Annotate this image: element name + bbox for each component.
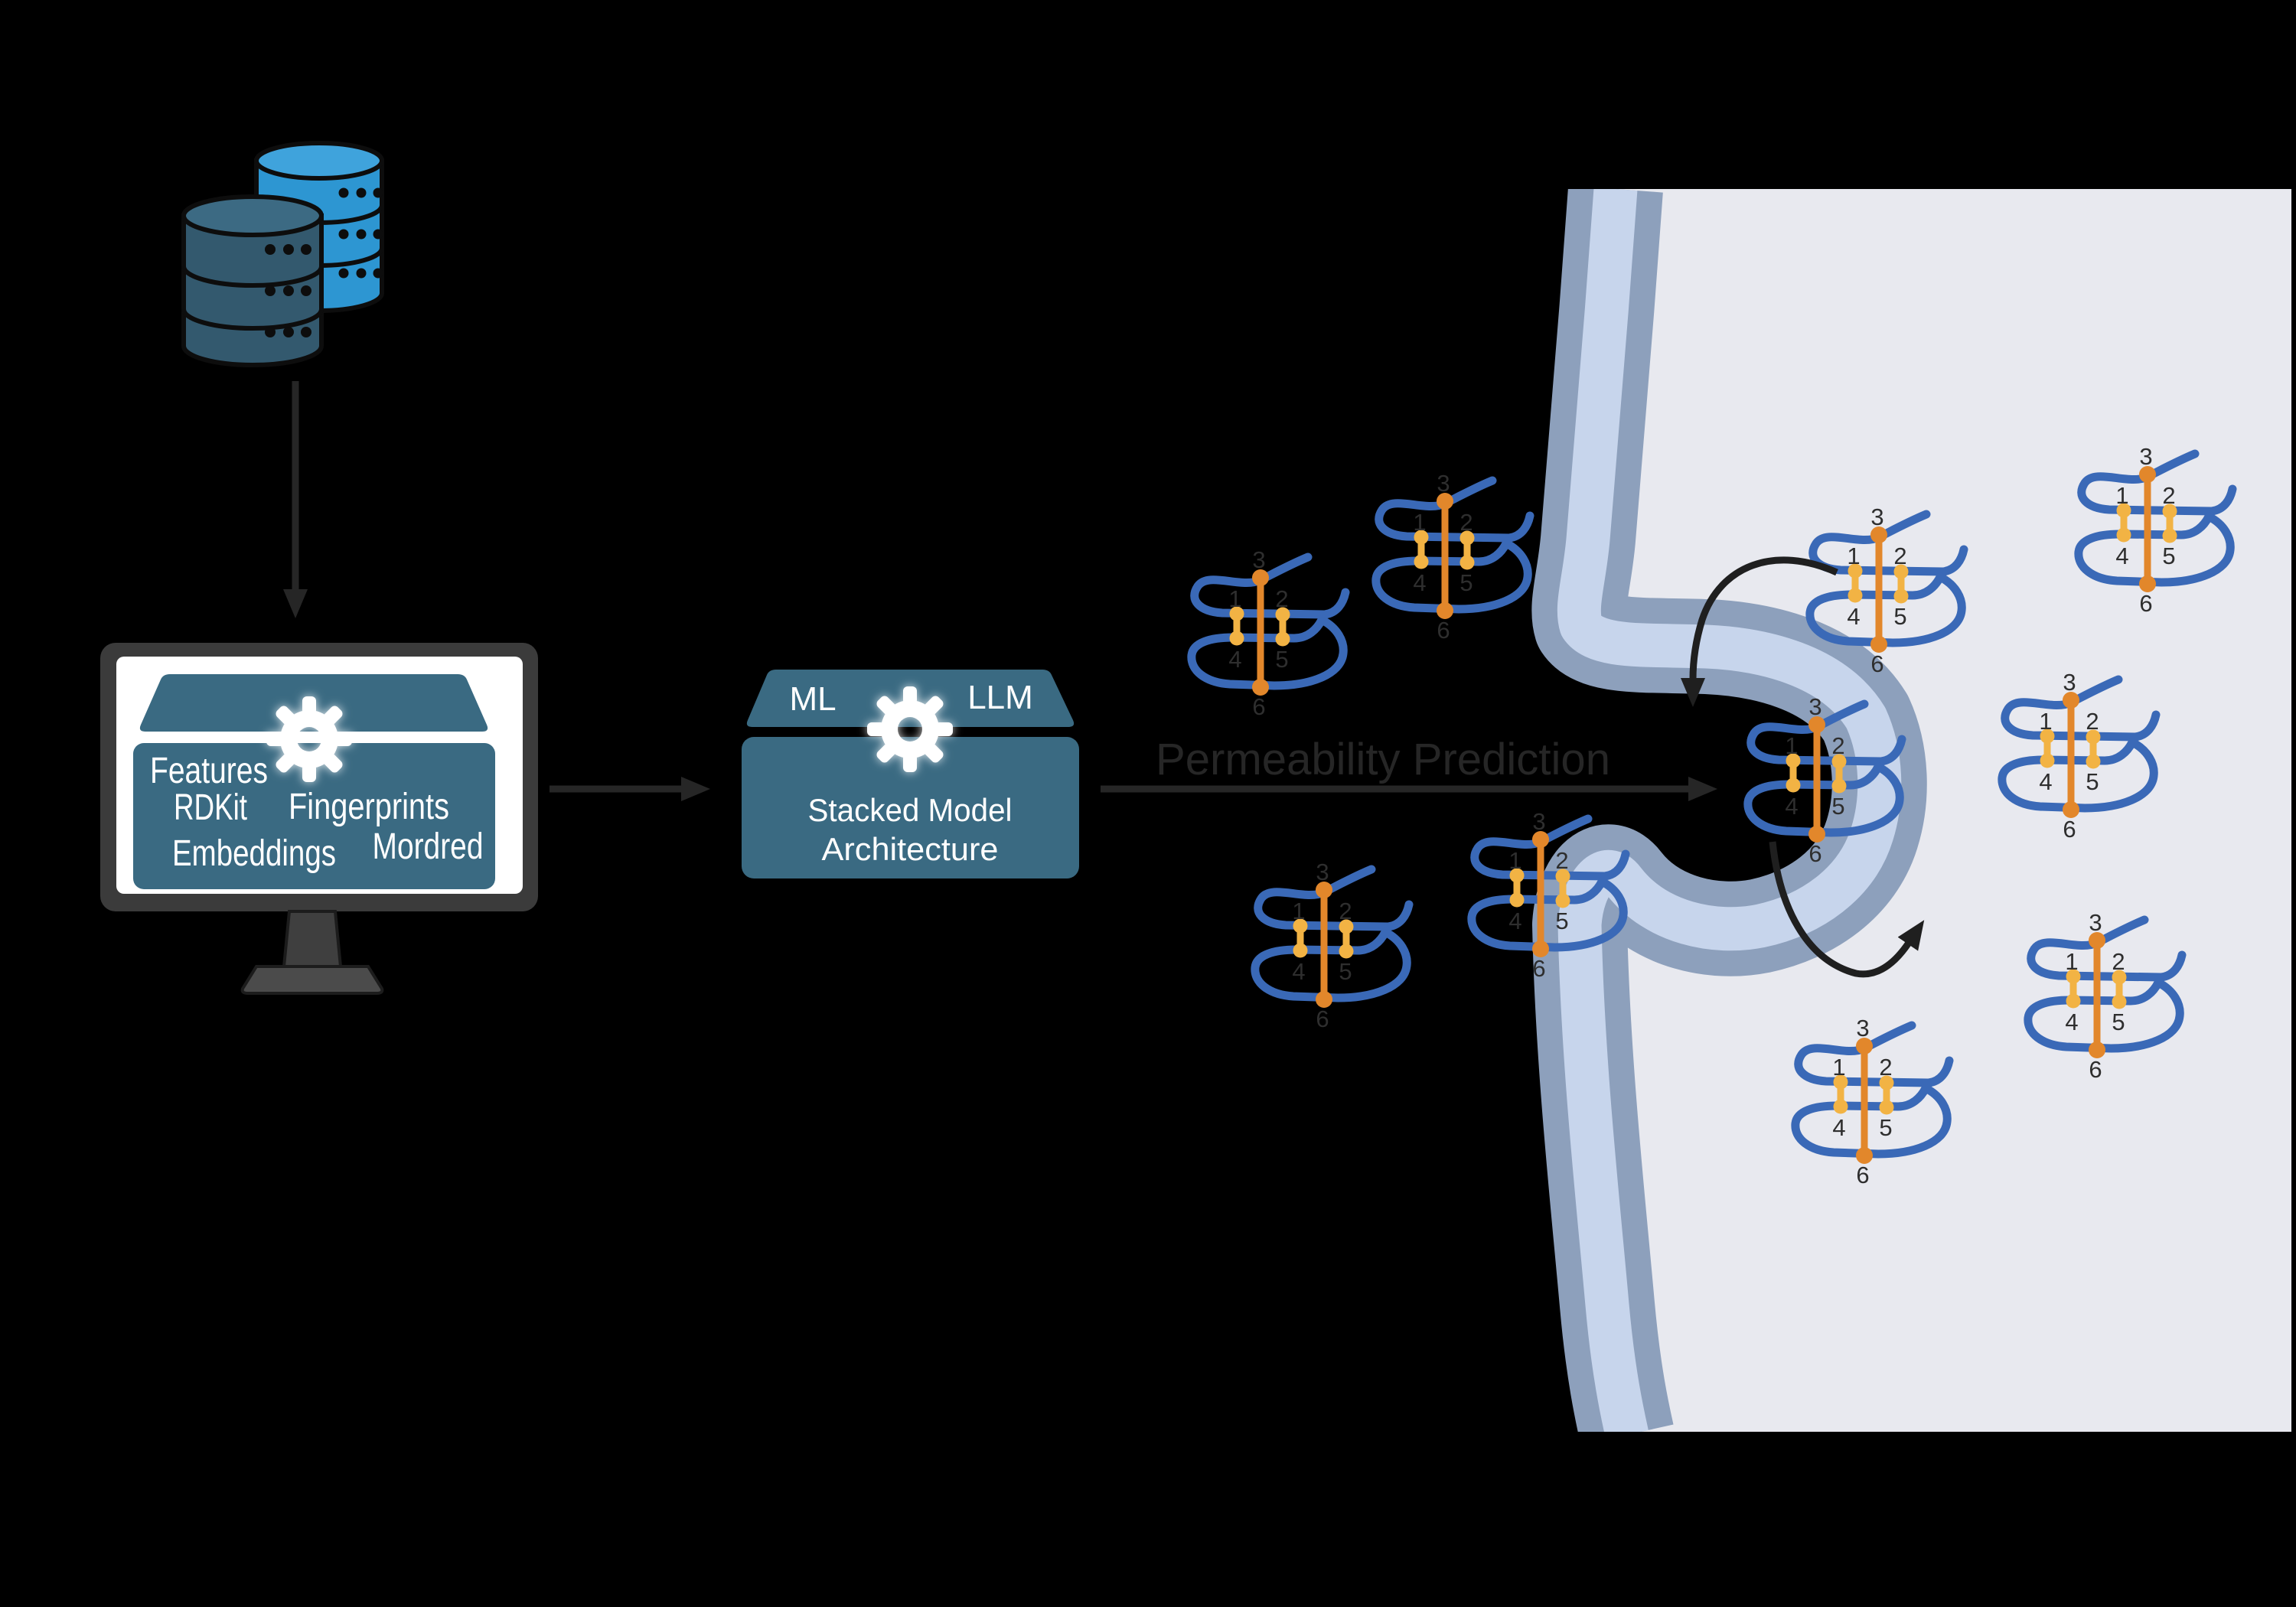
residue-label-2: 2 [1831,732,1844,759]
residue-label-4: 4 [1847,603,1860,630]
monitor-stand-neck [282,910,343,968]
residue-label-2: 2 [1275,585,1288,612]
residue-label-6: 6 [1316,1006,1329,1032]
residue-label-6: 6 [1252,693,1265,720]
prediction-arrow-label: Permeability Prediction [1156,735,1610,784]
residue-label-3: 3 [1316,859,1329,885]
monitor-stand-base [240,965,384,995]
residue-label-6: 6 [1808,840,1821,867]
cyclic-peptide-intracellular-5: 1 2 3 4 5 6 [1795,1015,1949,1188]
feature-label-mordred: Mordred [373,826,484,867]
residue-label-5: 5 [2086,768,2099,795]
cyclic-peptide-intracellular-2: 1 2 3 4 5 6 [2079,443,2232,617]
residue-label-1: 1 [1292,898,1305,924]
residue-label-4: 4 [1292,958,1305,985]
residue-label-1: 1 [1413,509,1426,536]
residue-label-1: 1 [2039,708,2052,735]
residue-label-1: 1 [2065,948,2078,975]
cyclic-peptide-intracellular-4: 1 2 3 4 5 6 [2028,909,2182,1083]
residue-label-5: 5 [1459,569,1473,596]
residue-label-4: 4 [1785,793,1798,820]
cyclic-peptide-intracellular-3: 1 2 3 4 5 6 [2002,669,2156,843]
cytoplasm-region [1579,189,2291,1432]
residue-label-4: 4 [2039,768,2052,795]
database-dots [338,187,383,279]
residue-label-2: 2 [1459,509,1473,536]
model-tag-ml: ML [789,680,836,718]
residue-label-2: 2 [2086,708,2099,735]
residue-label-5: 5 [1879,1114,1892,1141]
feature-label-embeddings: Embeddings [172,833,336,874]
cyclic-peptide-membrane-outer: 1 2 3 4 5 6 [1472,808,1626,982]
stacked-model-box: ML LLM Stacked Model Architecture [742,670,1079,878]
residue-label-1: 1 [1508,847,1521,874]
residue-label-2: 2 [1339,898,1352,924]
residue-label-1: 1 [2115,482,2128,509]
residue-label-2: 2 [1893,543,1906,569]
residue-label-6: 6 [1856,1162,1869,1188]
residue-label-1: 1 [1847,543,1860,569]
residue-label-3: 3 [1437,470,1450,497]
residue-label-4: 4 [1413,569,1426,596]
residue-label-4: 4 [1228,646,1241,673]
residue-label-5: 5 [2162,543,2175,569]
residue-label-5: 5 [1275,646,1288,673]
feature-label-rdkit: RDKit [174,787,247,828]
residue-label-5: 5 [1555,908,1568,934]
residue-label-1: 1 [1785,732,1798,759]
cyclic-peptide-extracellular-3: 1 2 3 4 5 6 [1255,859,1409,1032]
residue-label-6: 6 [2139,590,2152,617]
residue-label-6: 6 [2089,1056,2102,1083]
residue-label-4: 4 [1508,908,1521,934]
model-box-body [742,737,1079,878]
database-stack-dark [181,194,324,367]
membrane-inner-layer [1557,189,1902,1432]
residue-label-1: 1 [1228,585,1241,612]
molecules-layer: 1 2 3 4 5 6 1 2 3 4 5 6 1 2 3 4 5 6 1 2 … [1192,443,2232,1188]
residue-label-3: 3 [1856,1015,1869,1041]
residue-label-5: 5 [1893,603,1906,630]
endocytosis-entry-arrow [1681,556,1838,707]
residue-label-6: 6 [2063,816,2076,843]
cyclic-peptide-extracellular-2: 1 2 3 4 5 6 [1376,470,1530,644]
residue-label-6: 6 [1532,955,1545,982]
residue-label-3: 3 [1252,546,1265,573]
residue-label-2: 2 [2162,482,2175,509]
residue-label-6: 6 [1870,650,1883,677]
residue-label-3: 3 [1808,693,1821,720]
residue-label-3: 3 [1532,808,1545,835]
residue-label-5: 5 [2112,1009,2125,1035]
feature-label-fingerprints: Fingerprints [289,787,449,827]
monitor: Features RDKit Fingerprints Embeddings M… [100,643,538,995]
release-exit-arrow [1769,841,1925,978]
model-tag-llm: LLM [967,679,1033,716]
residue-label-4: 4 [1832,1114,1845,1141]
residue-label-6: 6 [1437,617,1450,644]
model-title-line2: Architecture [822,831,999,867]
residue-label-2: 2 [2112,948,2125,975]
cyclic-peptide-membrane-pocket: 1 2 3 4 5 6 [1748,693,1902,867]
residue-label-5: 5 [1831,793,1844,820]
residue-label-5: 5 [1339,958,1352,985]
residue-label-3: 3 [2063,669,2076,696]
cell [1531,189,2291,1432]
residue-label-4: 4 [2115,543,2128,569]
residue-label-1: 1 [1832,1054,1845,1081]
cyclic-peptide-extracellular-1: 1 2 3 4 5 6 [1192,546,1345,720]
model-title-line1: Stacked Model [808,792,1013,828]
residue-label-3: 3 [2139,443,2152,470]
residue-label-4: 4 [2065,1009,2078,1035]
database-dots [265,244,311,337]
cyclic-peptide-intracellular-1: 1 2 3 4 5 6 [1810,504,1964,677]
residue-label-3: 3 [2089,909,2102,936]
residue-label-2: 2 [1555,847,1568,874]
feature-label-features: Features [150,751,268,791]
residue-label-2: 2 [1879,1054,1892,1081]
residue-label-3: 3 [1870,504,1883,530]
feature-box-body [133,743,495,889]
